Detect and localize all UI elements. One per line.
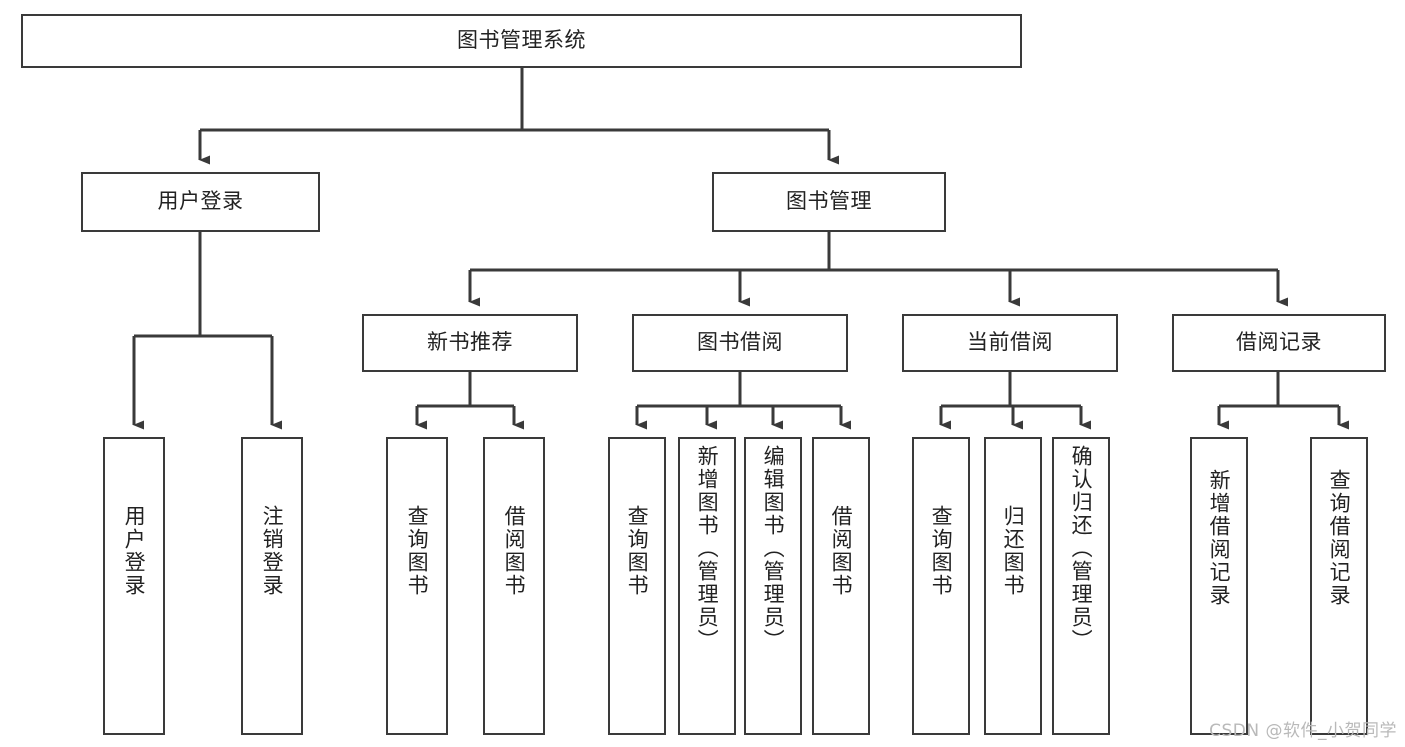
node-leaf-borrow-book-brw-label: 借阅图书	[829, 505, 854, 597]
node-leaf-query-book-cur[interactable]: 查询图书	[912, 437, 970, 735]
node-book-manage-label: 图书管理	[786, 189, 872, 214]
node-root[interactable]: 图书管理系统	[21, 14, 1022, 68]
node-book-borrow[interactable]: 图书借阅	[632, 314, 848, 372]
node-leaf-edit-book[interactable]: 编辑图书（管理员）	[744, 437, 802, 735]
node-user-login[interactable]: 用户登录	[81, 172, 320, 232]
node-leaf-query-book-brw-label: 查询图书	[625, 505, 650, 597]
node-leaf-user-login[interactable]: 用户登录	[103, 437, 165, 735]
node-leaf-edit-book-label: 编辑图书（管理员）	[761, 445, 786, 652]
node-leaf-query-record[interactable]: 查询借阅记录	[1310, 437, 1368, 735]
node-book-borrow-label: 图书借阅	[697, 330, 783, 355]
node-leaf-user-logout[interactable]: 注销登录	[241, 437, 303, 735]
node-leaf-add-book[interactable]: 新增图书（管理员）	[678, 437, 736, 735]
node-leaf-user-login-label: 用户登录	[122, 505, 147, 597]
node-user-login-label: 用户登录	[157, 189, 244, 214]
node-new-book-rec-label: 新书推荐	[427, 330, 513, 355]
node-leaf-query-book-cur-label: 查询图书	[929, 505, 954, 597]
node-leaf-query-book-rec-label: 查询图书	[405, 505, 430, 597]
node-borrow-record[interactable]: 借阅记录	[1172, 314, 1386, 372]
node-leaf-return-book[interactable]: 归还图书	[984, 437, 1042, 735]
node-leaf-add-book-label: 新增图书（管理员）	[695, 445, 720, 652]
node-leaf-borrow-book-rec-label: 借阅图书	[502, 505, 527, 597]
node-leaf-query-book-rec[interactable]: 查询图书	[386, 437, 448, 735]
node-book-manage[interactable]: 图书管理	[712, 172, 946, 232]
node-leaf-query-book-brw[interactable]: 查询图书	[608, 437, 666, 735]
node-leaf-query-record-label: 查询借阅记录	[1327, 469, 1352, 607]
node-leaf-borrow-book-brw[interactable]: 借阅图书	[812, 437, 870, 735]
node-leaf-return-book-label: 归还图书	[1001, 505, 1026, 597]
node-leaf-confirm-return[interactable]: 确认归还（管理员）	[1052, 437, 1110, 735]
node-leaf-user-logout-label: 注销登录	[260, 505, 285, 597]
node-borrow-record-label: 借阅记录	[1236, 330, 1322, 355]
node-current-borrow-label: 当前借阅	[967, 330, 1053, 355]
node-leaf-confirm-return-label: 确认归还（管理员）	[1069, 445, 1094, 652]
node-root-label: 图书管理系统	[457, 28, 586, 53]
node-leaf-borrow-book-rec[interactable]: 借阅图书	[483, 437, 545, 735]
node-new-book-rec[interactable]: 新书推荐	[362, 314, 578, 372]
node-leaf-add-record-label: 新增借阅记录	[1207, 469, 1232, 607]
node-leaf-add-record[interactable]: 新增借阅记录	[1190, 437, 1248, 735]
node-current-borrow[interactable]: 当前借阅	[902, 314, 1118, 372]
